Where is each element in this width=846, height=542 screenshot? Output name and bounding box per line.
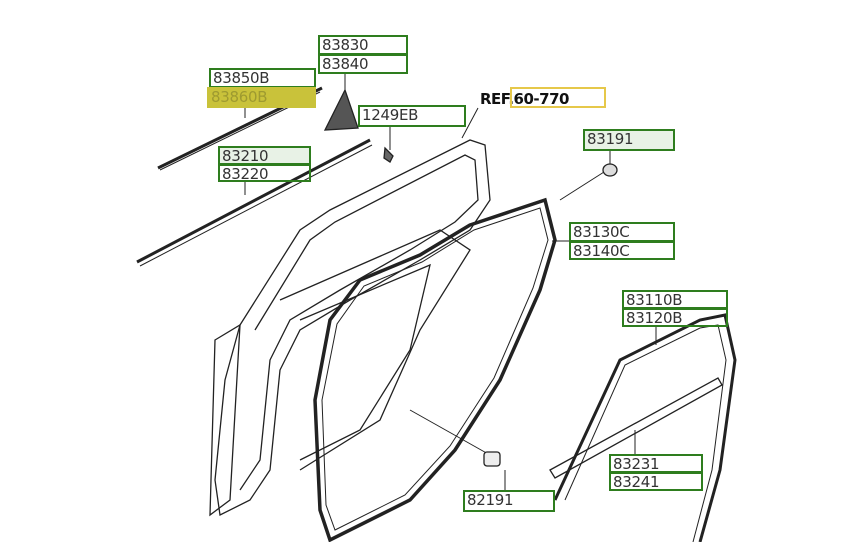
- part-label-83120B[interactable]: 83120B: [622, 308, 728, 327]
- part-label-1249EB[interactable]: 1249EB: [358, 105, 466, 127]
- part-label-83210[interactable]: 83210: [218, 146, 311, 165]
- reference-prefix: REF: [480, 90, 509, 108]
- reference-highlight-box: [510, 87, 606, 108]
- part-label-83241[interactable]: 83241: [609, 472, 703, 491]
- part-label-83191[interactable]: 83191: [583, 129, 675, 151]
- reference-number: .60-770: [508, 90, 569, 108]
- part-label-82191[interactable]: 82191: [463, 490, 555, 512]
- reference-label[interactable]: REF.60-770: [480, 90, 569, 108]
- part-label-83860B[interactable]: 83860B: [207, 87, 316, 108]
- part-label-83140C[interactable]: 83140C: [569, 241, 675, 260]
- part-label-83231[interactable]: 83231: [609, 454, 703, 473]
- part-label-83110B[interactable]: 83110B: [622, 290, 728, 309]
- part-label-83850B[interactable]: 83850B: [209, 68, 316, 88]
- part-label-83130C[interactable]: 83130C: [569, 222, 675, 242]
- part-label-83840[interactable]: 83840: [318, 54, 408, 74]
- part-label-83830[interactable]: 83830: [318, 35, 408, 55]
- part-label-83220[interactable]: 83220: [218, 164, 311, 182]
